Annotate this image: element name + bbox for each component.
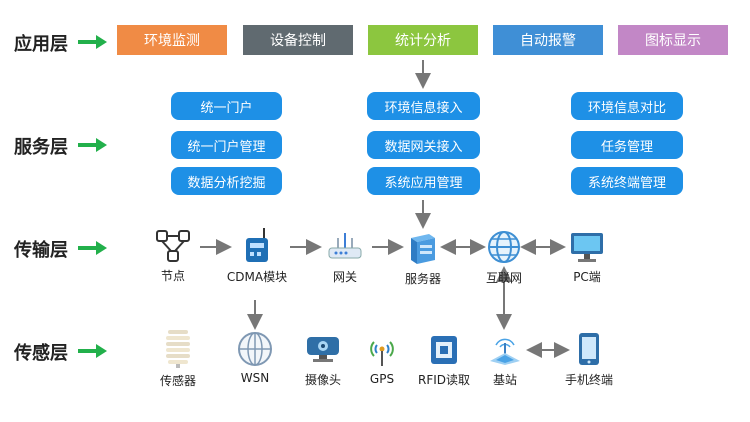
app-box-chart-display: 图标显示 <box>618 25 728 55</box>
sensor-item: 传感器 <box>155 328 201 389</box>
layer-label-transport: 传输层 <box>14 240 68 261</box>
service-data-mining: 数据分析挖掘 <box>171 167 282 195</box>
wsn-label: WSN <box>240 371 270 385</box>
service-task-management: 任务管理 <box>571 131 683 159</box>
mobile-terminal-item: 手机终端 <box>559 331 619 388</box>
layer-label-sensing: 传感层 <box>14 343 68 364</box>
sensor-label: 传感器 <box>159 374 196 388</box>
monitor-icon <box>571 233 603 262</box>
service-unified-portal: 统一门户 <box>171 92 282 120</box>
service-portal-management: 统一门户管理 <box>171 131 282 159</box>
gps-label: GPS <box>369 372 395 386</box>
service-terminal-management: 系统终端管理 <box>571 167 683 195</box>
rfid-reader-item: RFID读取 <box>414 333 474 388</box>
base-station-icon <box>490 338 520 365</box>
green-arrow-icon <box>78 241 107 255</box>
app-box-device-control: 设备控制 <box>243 25 353 55</box>
gateway-label: 网关 <box>332 270 357 284</box>
cdma-module-label: CDMA模块 <box>226 270 288 284</box>
base-station-label: 基站 <box>492 373 517 387</box>
app-box-statistics: 统计分析 <box>368 25 478 55</box>
router-icon <box>328 233 362 259</box>
service-env-info-access: 环境信息接入 <box>367 92 480 120</box>
internet-item: 互联网 <box>481 229 527 286</box>
green-arrow-icon <box>78 35 107 49</box>
internet-label: 互联网 <box>485 271 522 285</box>
wsn-globe-icon <box>238 332 272 366</box>
node-label: 节点 <box>160 269 185 283</box>
cdma-module-item: CDMA模块 <box>222 226 292 285</box>
camera-label: 摄像头 <box>304 373 341 387</box>
server-item: 服务器 <box>396 230 450 287</box>
service-data-gateway-access: 数据网关接入 <box>367 131 480 159</box>
service-env-info-compare: 环境信息对比 <box>571 92 683 120</box>
pc-label: PC端 <box>573 270 601 284</box>
green-arrow-icon <box>78 344 107 358</box>
pc-item: PC端 <box>565 230 609 285</box>
base-station-item: 基站 <box>484 333 526 388</box>
app-box-auto-alarm: 自动报警 <box>493 25 603 55</box>
cdma-module-icon <box>246 228 268 262</box>
layer-label-application: 应用层 <box>14 34 68 55</box>
camera-item: 摄像头 <box>300 333 346 388</box>
gps-item: GPS <box>365 332 399 386</box>
smartphone-icon <box>579 333 599 365</box>
server-label: 服务器 <box>404 272 441 286</box>
app-box-environment-monitoring: 环境监测 <box>117 25 227 55</box>
node-topology-icon <box>156 230 190 262</box>
rfid-chip-icon <box>431 336 457 364</box>
mobile-terminal-label: 手机终端 <box>564 373 613 387</box>
node-item: 节点 <box>154 229 192 284</box>
green-arrow-icon <box>78 138 107 152</box>
rfid-label: RFID读取 <box>417 373 471 387</box>
server-icon <box>411 234 435 264</box>
globe-icon <box>488 231 520 263</box>
gps-antenna-icon <box>370 341 394 366</box>
webcam-icon <box>307 337 339 362</box>
service-system-app-management: 系统应用管理 <box>367 167 480 195</box>
wsn-item: WSN <box>233 331 277 385</box>
gateway-item: 网关 <box>325 230 365 285</box>
sensor-shelter-icon <box>166 330 190 368</box>
layer-label-service: 服务层 <box>14 137 68 158</box>
